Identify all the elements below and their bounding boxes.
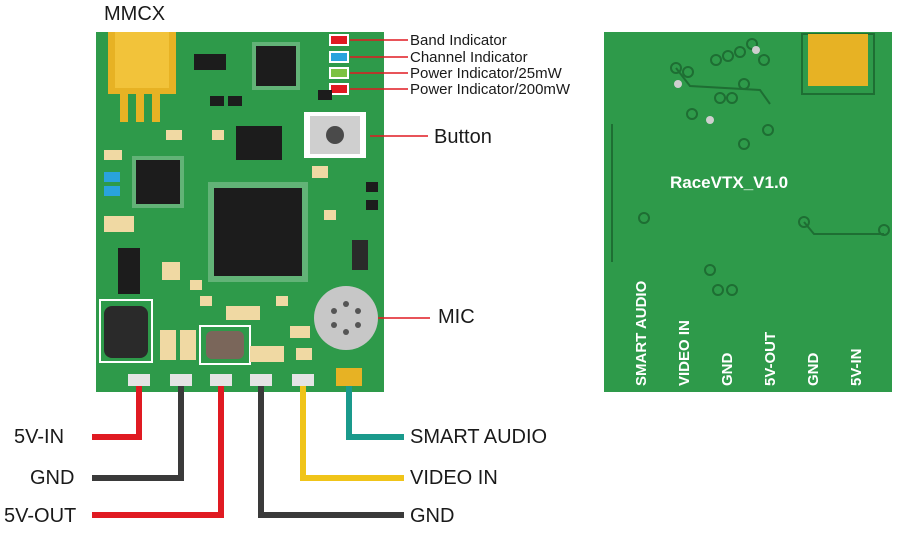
led-200mw bbox=[329, 83, 349, 95]
wire-label-5v-in: 5V-IN bbox=[14, 426, 65, 448]
led-channel bbox=[329, 51, 349, 63]
pin-label-gnd-1: GND bbox=[719, 352, 736, 386]
main-chip bbox=[208, 182, 308, 282]
solder-pads bbox=[128, 368, 362, 386]
power200-label: Power Indicator/200mW bbox=[410, 81, 571, 98]
inductor-left bbox=[99, 299, 153, 363]
back-via-1 bbox=[752, 46, 760, 54]
wire-label-video-in: VIDEO IN bbox=[410, 467, 498, 489]
led-25mw bbox=[329, 67, 349, 79]
wire-gnd-left bbox=[92, 386, 184, 481]
power25-label: Power Indicator/25mW bbox=[410, 65, 562, 82]
button-component bbox=[304, 112, 366, 158]
wire-label-gnd-left: GND bbox=[30, 467, 75, 489]
pin-label-gnd-2: GND bbox=[805, 352, 822, 386]
back-traces bbox=[611, 38, 890, 296]
mmcx-connector bbox=[108, 32, 176, 122]
pin-label-video-in: VIDEO IN bbox=[676, 320, 693, 386]
wire-video-in bbox=[300, 386, 404, 481]
inductor-right bbox=[199, 325, 251, 365]
chip-top bbox=[252, 42, 300, 90]
chip-left bbox=[132, 156, 184, 208]
pin-label-smart-audio: SMART AUDIO bbox=[633, 280, 650, 386]
band-indicator-label: Band Indicator bbox=[410, 32, 507, 49]
board-title: RaceVTX_V1.0 bbox=[670, 173, 789, 192]
led-band bbox=[329, 34, 349, 46]
wire-5v-out bbox=[92, 386, 224, 518]
wire-gnd-right bbox=[258, 386, 404, 518]
regulator-chip bbox=[236, 126, 282, 160]
wire-label-5v-out: 5V-OUT bbox=[4, 505, 77, 527]
back-pcb bbox=[604, 32, 892, 392]
back-mmcx-pad bbox=[801, 33, 875, 95]
microphone bbox=[314, 286, 378, 350]
pin-label-5v-in: 5V-IN bbox=[848, 348, 865, 386]
channel-indicator-label: Channel Indicator bbox=[410, 49, 528, 66]
transistor bbox=[118, 248, 140, 294]
back-via-2 bbox=[674, 80, 682, 88]
wire-label-gnd-right: GND bbox=[410, 505, 455, 527]
pin-label-5v-out: 5V-OUT bbox=[762, 331, 779, 386]
mmcx-label: MMCX bbox=[104, 3, 166, 25]
passive-components bbox=[104, 90, 378, 362]
small-chip bbox=[194, 54, 226, 70]
mic-label: MIC bbox=[438, 306, 475, 328]
button-label: Button bbox=[434, 126, 492, 148]
wire-5v-in bbox=[92, 386, 142, 440]
wire-label-smart-audio: SMART AUDIO bbox=[410, 426, 548, 448]
back-via-3 bbox=[706, 116, 714, 124]
wire-smart-audio bbox=[346, 386, 404, 440]
